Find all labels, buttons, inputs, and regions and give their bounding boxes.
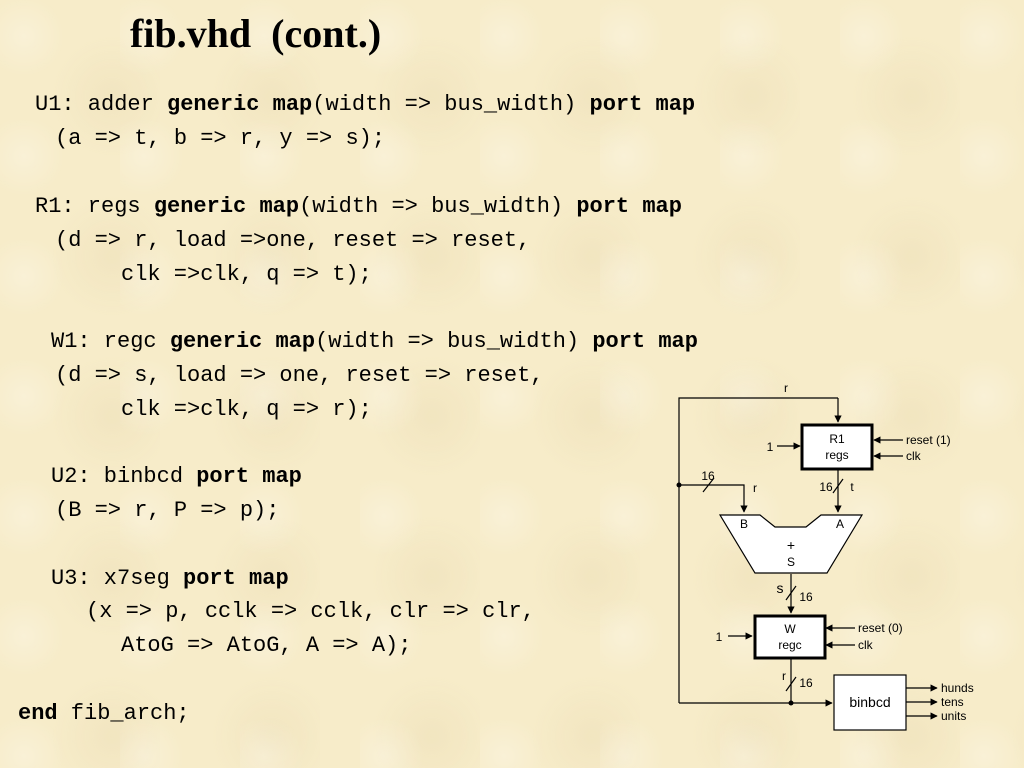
label-w-clk: clk xyxy=(858,638,874,652)
bus-slash-b xyxy=(832,478,844,494)
label-w-load: 1 xyxy=(716,630,723,644)
w-type: regc xyxy=(778,638,801,652)
junction-dot xyxy=(676,482,682,488)
bus-slash-a xyxy=(702,477,715,493)
code-line-r1: R1: regs generic map(width => bus_width)… xyxy=(35,194,682,219)
adder-shape xyxy=(718,514,864,574)
code-line-w1-ports-2: clk =>clk, q => r); xyxy=(121,397,372,422)
label-r-binbcd: r xyxy=(782,669,786,683)
label-units: units xyxy=(941,709,966,723)
w-register-box xyxy=(753,614,827,660)
bus-slash-d xyxy=(785,676,797,692)
diagram-wires xyxy=(678,397,938,720)
page-title: fib.vhd (cont.) xyxy=(130,11,382,56)
code-line-r1-ports-2: clk =>clk, q => t); xyxy=(121,262,372,287)
r1-name: R1 xyxy=(829,432,845,446)
label-r1-reset: reset (1) xyxy=(906,433,951,447)
code-line-w1: W1: regc generic map(width => bus_width)… xyxy=(51,329,698,354)
code-line-u1-ports: (a => t, b => r, y => s); xyxy=(55,126,386,151)
code-line-w1-ports: (d => s, load => one, reset => reset, xyxy=(55,363,544,388)
code-line-u2: U2: binbcd port map xyxy=(51,464,302,489)
junction-dot xyxy=(788,700,794,706)
code-line-u2-ports: (B => r, P => p); xyxy=(55,498,280,523)
label-tens: tens xyxy=(941,695,964,709)
label-r1-load: 1 xyxy=(767,440,774,454)
adder-plus: + xyxy=(787,537,795,553)
label-s: s xyxy=(777,580,784,596)
code-line-r1-ports: (d => r, load =>one, reset => reset, xyxy=(55,228,531,253)
code-line-u3-ports: (x => p, cclk => cclk, clr => clr, xyxy=(86,599,535,624)
bus-slash-c xyxy=(785,585,797,601)
label-w-reset: reset (0) xyxy=(858,621,903,635)
adder-input-b: B xyxy=(740,517,748,531)
wire-r-to-adder xyxy=(679,484,748,513)
label-r-top: r xyxy=(784,381,788,395)
label-r1-clk: clk xyxy=(906,449,922,463)
code-line-end: end fib_arch; xyxy=(18,701,190,726)
binbcd-box xyxy=(833,674,907,731)
r1-register-box xyxy=(800,423,874,471)
label-hunds: hunds xyxy=(941,681,974,695)
adder-output-s: S xyxy=(787,555,795,569)
label-t: t xyxy=(850,480,854,494)
binbcd-label: binbcd xyxy=(849,694,890,710)
r1-type: regs xyxy=(825,448,848,462)
code-line-u3-ports-2: AtoG => AtoG, A => A); xyxy=(121,633,412,658)
adder-input-a: A xyxy=(836,517,844,531)
label-width-16: 16 xyxy=(701,469,715,483)
label-r-adder: r xyxy=(753,481,757,495)
label-width-16: 16 xyxy=(799,590,813,604)
code-line-u1: U1: adder generic map(width => bus_width… xyxy=(35,92,696,117)
label-width-16: 16 xyxy=(799,676,813,690)
label-width-16: 16 xyxy=(819,480,833,494)
code-line-u3: U3: x7seg port map xyxy=(51,566,289,591)
w-name: W xyxy=(784,622,796,636)
